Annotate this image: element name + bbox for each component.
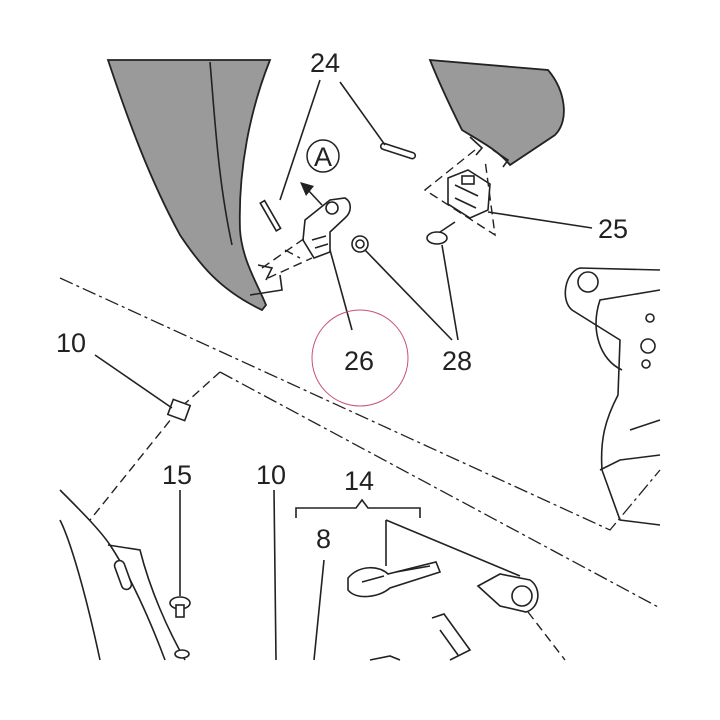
leader-28	[364, 244, 459, 341]
callout-14: 14	[344, 466, 374, 496]
lock-cylinder	[476, 573, 539, 613]
callout-28: 28	[442, 346, 472, 376]
centerline-upper	[59, 277, 661, 531]
pin-24-right	[379, 142, 417, 160]
leader-24	[279, 79, 386, 201]
assembly-line-lock	[527, 611, 566, 661]
callout-26: 26	[344, 346, 374, 376]
detail-a-label: A	[314, 142, 332, 172]
leader-25	[487, 211, 593, 229]
frame-right	[564, 267, 661, 526]
callout-10-left: 10	[56, 328, 86, 358]
ignition-key	[347, 561, 442, 598]
latch-bracket-26	[302, 197, 352, 259]
callout-25: 25	[598, 214, 628, 244]
bracket-14	[295, 498, 421, 518]
detail-a-marker: A	[306, 139, 340, 173]
highlight-circle	[311, 309, 409, 407]
pin-24-left	[259, 199, 282, 232]
leader-14	[385, 519, 521, 577]
right-fairing-panel	[428, 58, 565, 168]
screw-15	[169, 596, 191, 659]
assembly-line-10	[89, 371, 221, 521]
assembly-lines-left	[261, 237, 313, 279]
leader-10-lower	[273, 489, 277, 661]
leader-26	[329, 249, 353, 331]
lower-part-edge	[369, 655, 401, 661]
callout-15: 15	[162, 460, 192, 490]
leader-10-left	[94, 354, 173, 409]
direction-arrow	[300, 182, 323, 206]
fastener-28-left	[351, 235, 369, 253]
screw-28-right	[426, 221, 456, 245]
callout-24: 24	[310, 48, 340, 78]
assembly-lines-right	[423, 149, 496, 237]
leader-8	[313, 559, 325, 661]
lower-trim-piece	[431, 613, 472, 661]
centerline-lower	[219, 371, 661, 609]
callout-10-lower: 10	[256, 460, 286, 490]
lower-left-panel	[59, 489, 186, 661]
callout-8: 8	[316, 524, 331, 554]
left-fairing-panel	[106, 59, 283, 312]
latch-25	[447, 169, 491, 219]
